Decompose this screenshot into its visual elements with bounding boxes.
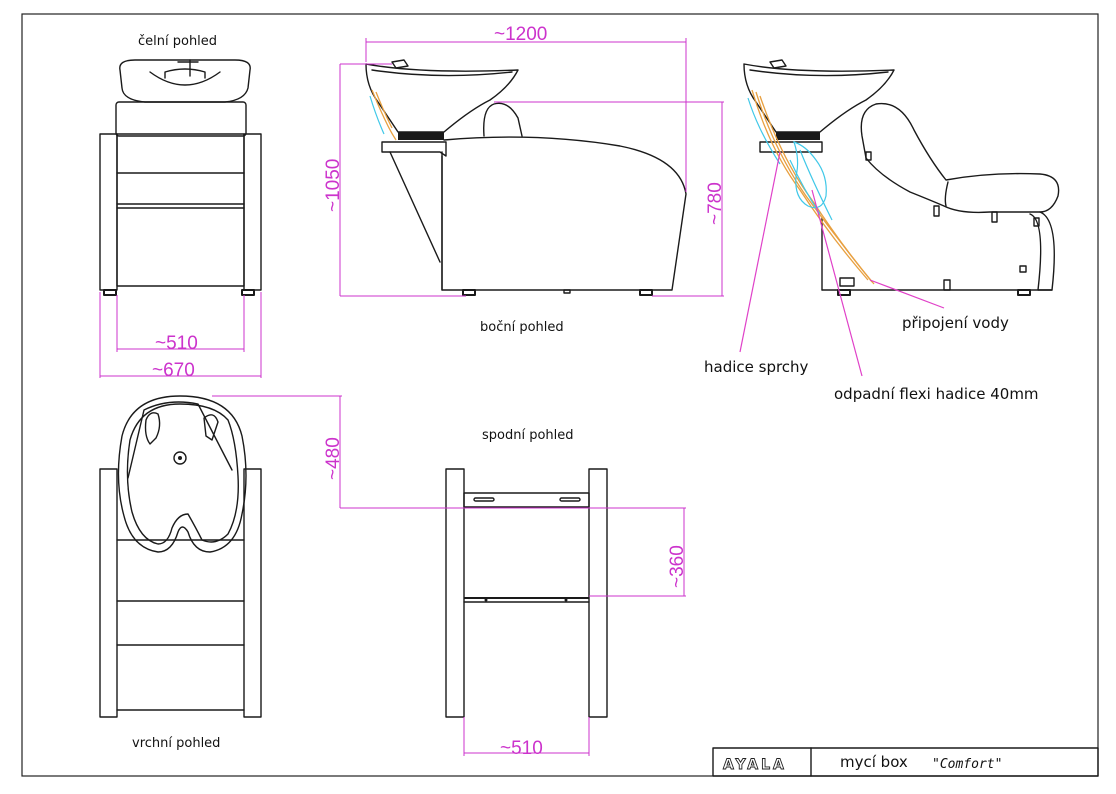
title-block: AYALA mycí box "Comfort" xyxy=(712,747,1099,777)
bottom-left-panel xyxy=(445,468,465,718)
dim-top-depth: ~480 xyxy=(323,437,344,480)
front-right-panel xyxy=(243,133,262,291)
dim-length: ~1200 xyxy=(494,24,547,45)
brand-logo: AYALA xyxy=(723,757,787,773)
front-view: čelní pohled ~510 ~670 xyxy=(99,34,262,381)
dim-bottom-depth: ~360 xyxy=(667,545,688,588)
dim-bottom-width: ~510 xyxy=(500,738,543,759)
dim-front-outer-width: ~670 xyxy=(152,360,195,381)
detail-bowl-neck xyxy=(776,132,820,140)
front-left-panel xyxy=(99,133,118,291)
top-view: vrchní pohled ~480 xyxy=(99,395,344,751)
side-bowl-neck xyxy=(398,132,444,140)
bottom-right-panel xyxy=(588,468,608,718)
bottom-view: spodní pohled ~360 ~510 xyxy=(340,428,688,759)
top-right-panel xyxy=(243,468,262,718)
side-view: ~1200 ~1050 ~780 boční pohled xyxy=(323,24,726,335)
side-view-label: boční pohled xyxy=(480,320,564,335)
callout-water-connection: připojení vody xyxy=(902,314,1009,332)
dim-height: ~1050 xyxy=(323,159,344,212)
top-basin-inner xyxy=(126,403,239,545)
top-basin-outer xyxy=(117,395,247,553)
top-left-panel xyxy=(99,468,118,718)
product-name: mycí box xyxy=(840,753,908,771)
dim-seat-height: ~780 xyxy=(705,182,726,225)
front-cushion xyxy=(115,101,247,137)
side-seat-body xyxy=(381,141,447,157)
hose-detail-view: připojení vody hadice sprchy odpadní fle… xyxy=(704,59,1060,403)
top-drain xyxy=(173,451,187,465)
detail-backrest xyxy=(860,102,1060,214)
drawing-frame xyxy=(21,13,1099,777)
callout-shower-hose: hadice sprchy xyxy=(704,358,809,376)
dim-front-inner-width: ~510 xyxy=(155,333,198,354)
model-name: "Comfort" xyxy=(932,757,1002,772)
front-bowl xyxy=(119,59,251,103)
callout-drain-hose: odpadní flexi hadice 40mm xyxy=(834,385,1039,403)
front-view-label: čelní pohled xyxy=(138,34,217,49)
detail-bowl xyxy=(743,63,895,133)
top-view-label: vrchní pohled xyxy=(132,736,220,751)
bottom-view-label: spodní pohled xyxy=(482,428,574,443)
